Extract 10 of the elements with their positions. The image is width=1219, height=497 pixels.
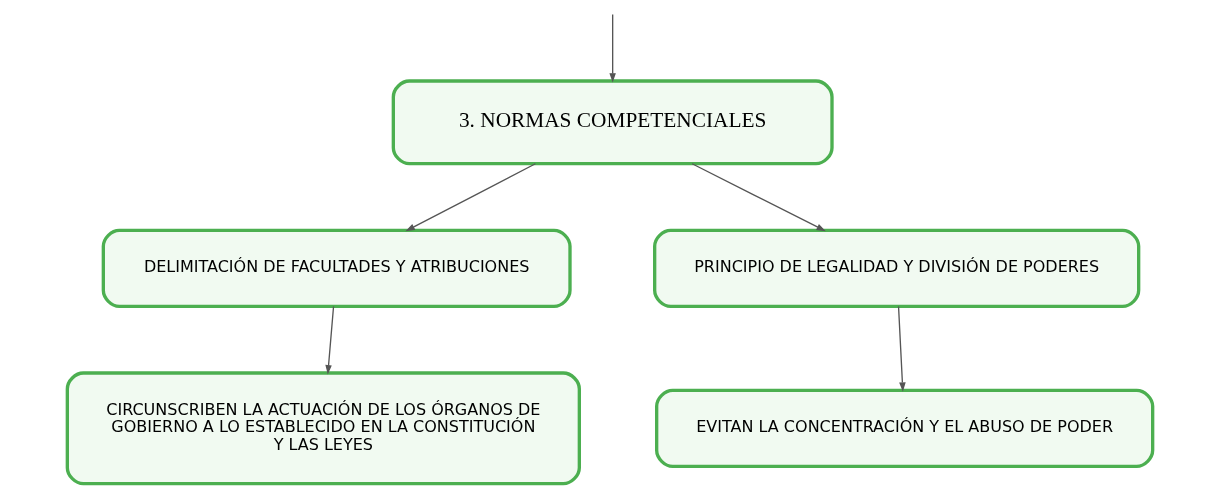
arrow bbox=[405, 163, 536, 232]
arrow bbox=[608, 13, 616, 83]
node-box: DELIMITACIÓN DE FACULTADES Y ATRIBUCIONES bbox=[101, 228, 572, 308]
node-box: PRINCIPIO DE LEGALIDAD Y DIVISIÓN DE PODERES bbox=[652, 228, 1140, 308]
node-box: 3. NORMAS COMPETENCIALES bbox=[391, 79, 834, 166]
arrow bbox=[324, 305, 334, 375]
node-box: EVITAN LA CONCENTRACIÓN Y EL ABUSO DE PODER bbox=[654, 388, 1154, 468]
arrow bbox=[691, 163, 826, 232]
arrow bbox=[897, 305, 906, 392]
node-box: CIRCUNSCRIBEN LA ACTUACIÓN DE LOS ÓRGANOS DE GOBIERNO A LO ESTABLECIDO EN LA CONSTITUCIÓN Y LAS LEYES bbox=[65, 371, 581, 486]
